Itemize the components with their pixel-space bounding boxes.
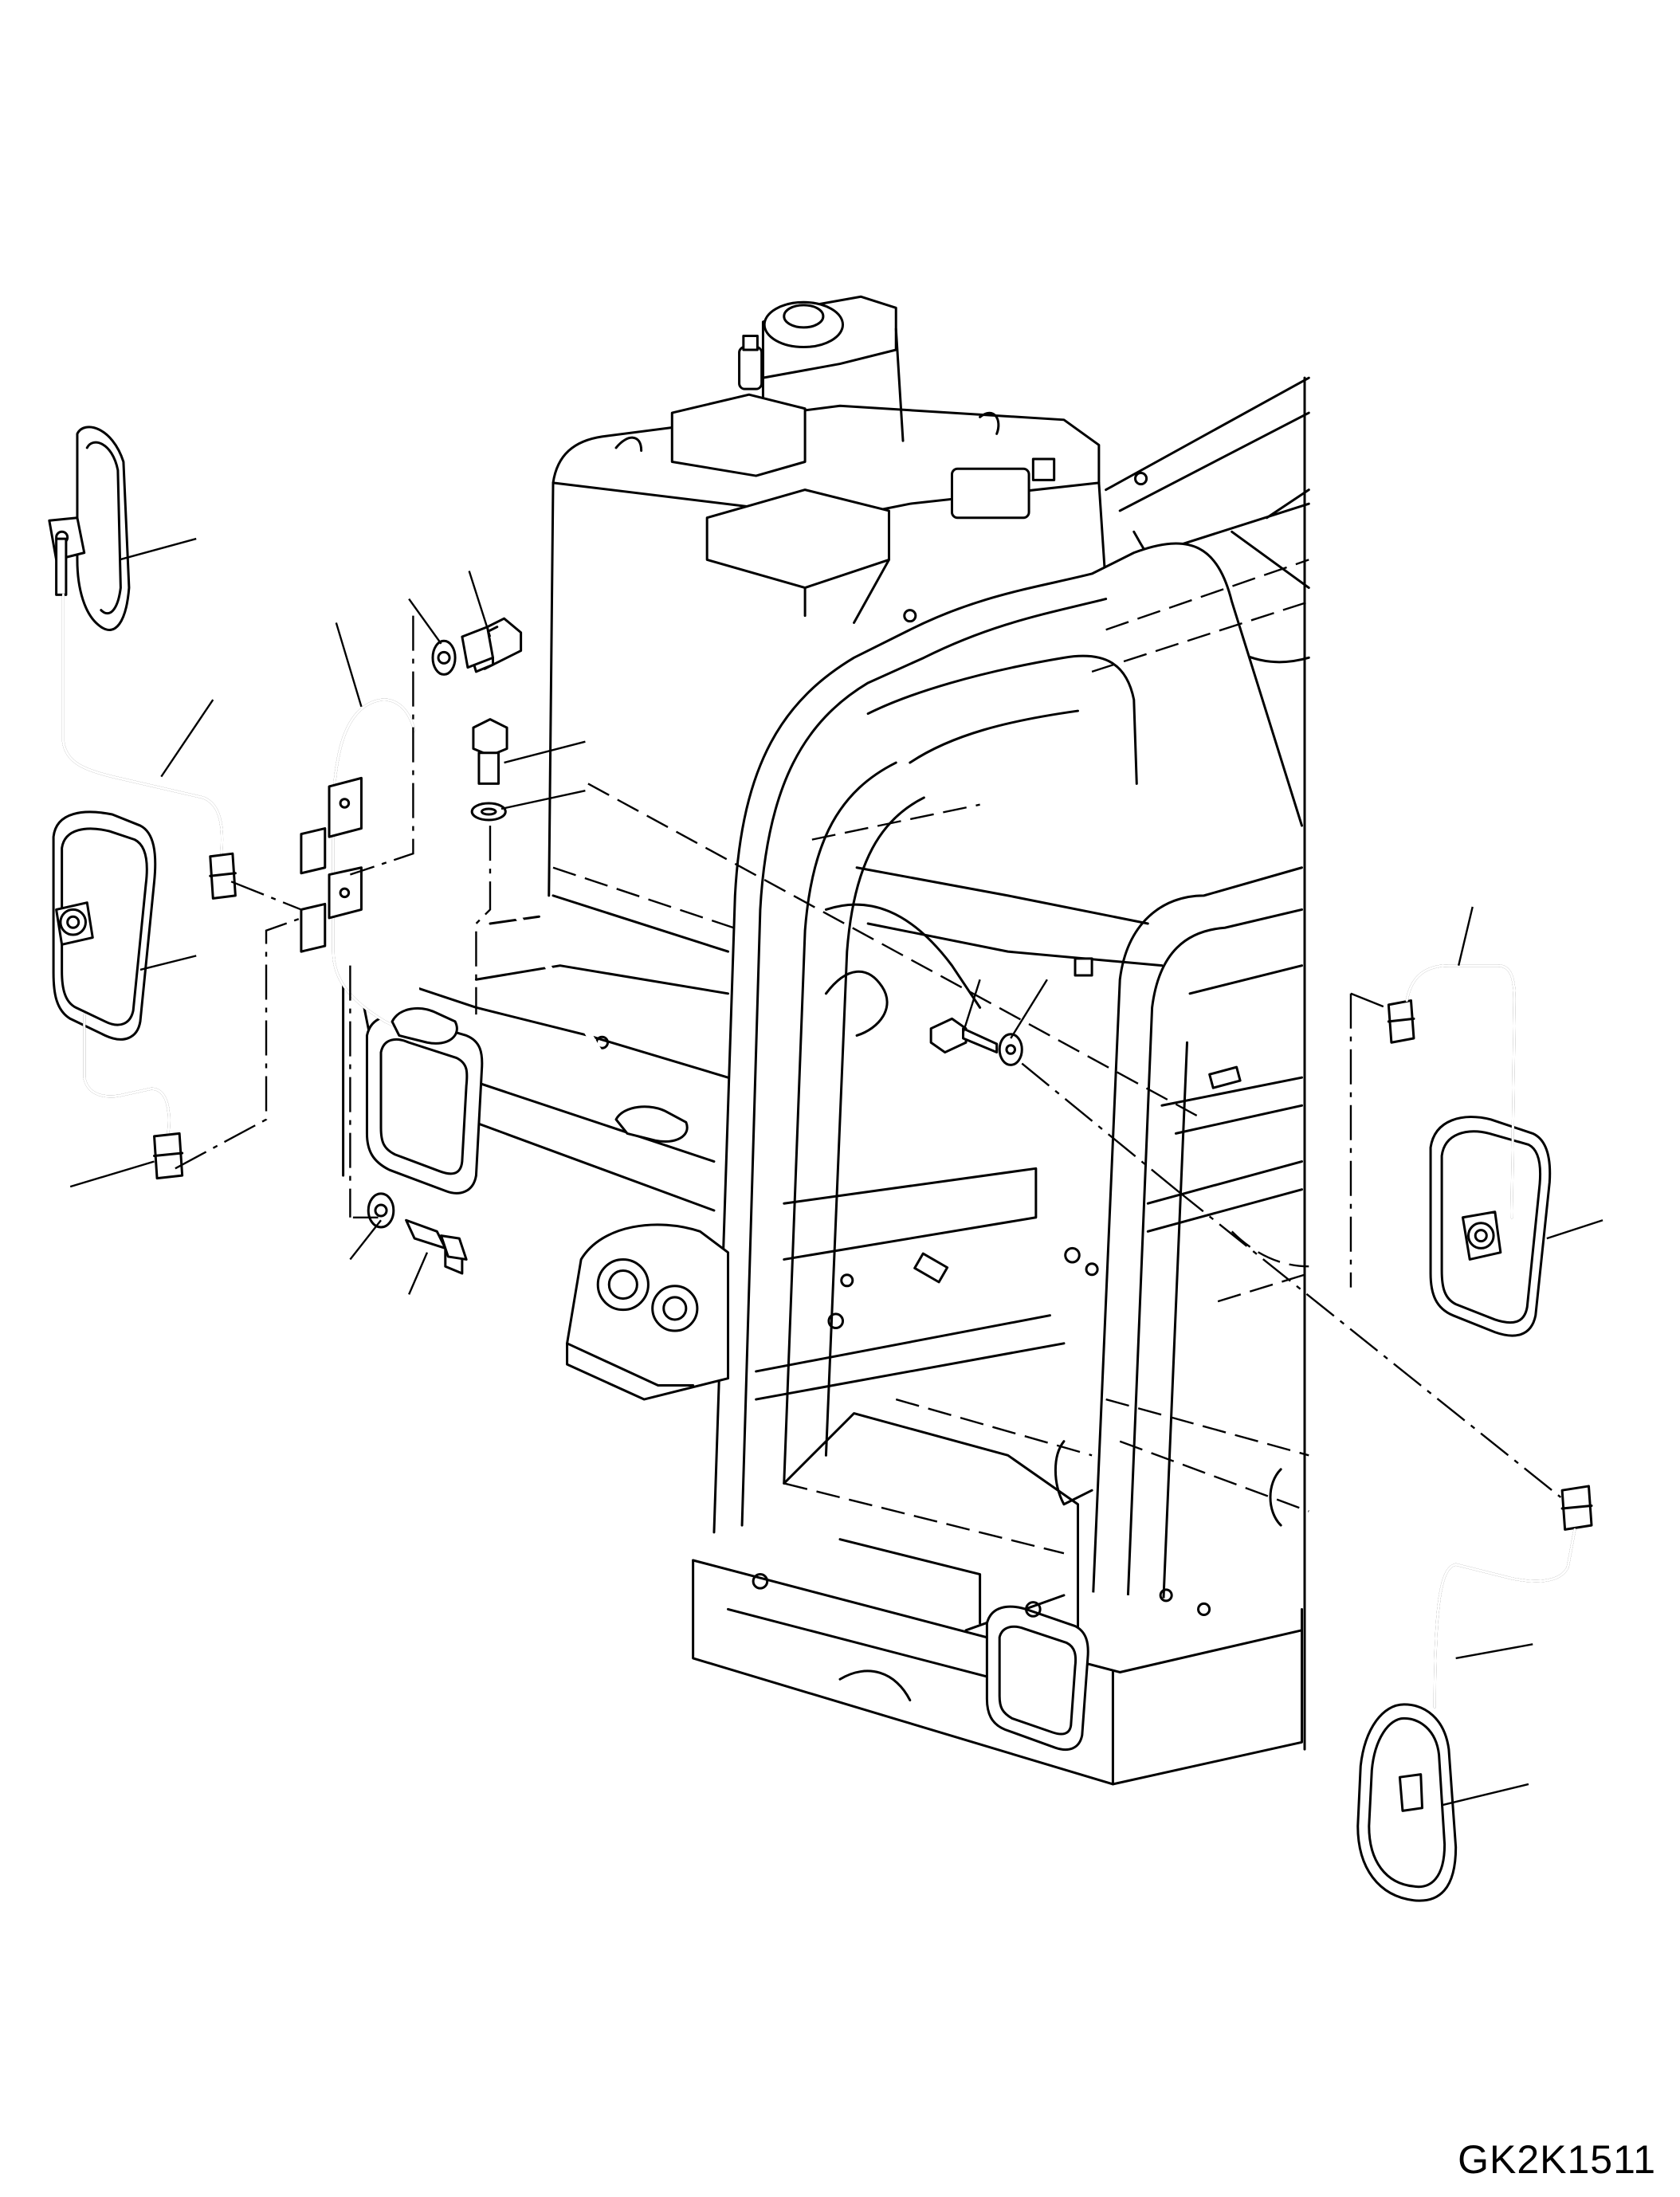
assembly-lines [175, 616, 1560, 1497]
mirror-stay-left-lower [84, 1014, 183, 1178]
mirror-left-lower [53, 812, 155, 1039]
mirror-right-lower [1358, 1705, 1456, 1901]
machine-body [343, 296, 1309, 1784]
washer-middle [999, 1034, 1022, 1065]
mirror-left-upper [49, 427, 129, 630]
leader-lines [70, 539, 1603, 1805]
fasteners [368, 618, 1022, 1273]
mirror-stay-right-upper [1388, 966, 1514, 1218]
bolt-upper [462, 618, 521, 672]
bolt-middle [931, 1018, 997, 1052]
washer-upper [433, 641, 455, 674]
mirror-stay-left-upper [63, 594, 235, 898]
washer-vertical [472, 803, 505, 820]
mirror-stay-right-lower [1435, 1486, 1592, 1707]
drawing-code-label: GK2K1511 [1458, 2137, 1656, 2182]
washer-lower-left [368, 1194, 394, 1227]
mirror-right [1431, 1117, 1550, 1336]
bolt-vertical [473, 720, 507, 784]
bolt-lower-left [406, 1220, 467, 1273]
